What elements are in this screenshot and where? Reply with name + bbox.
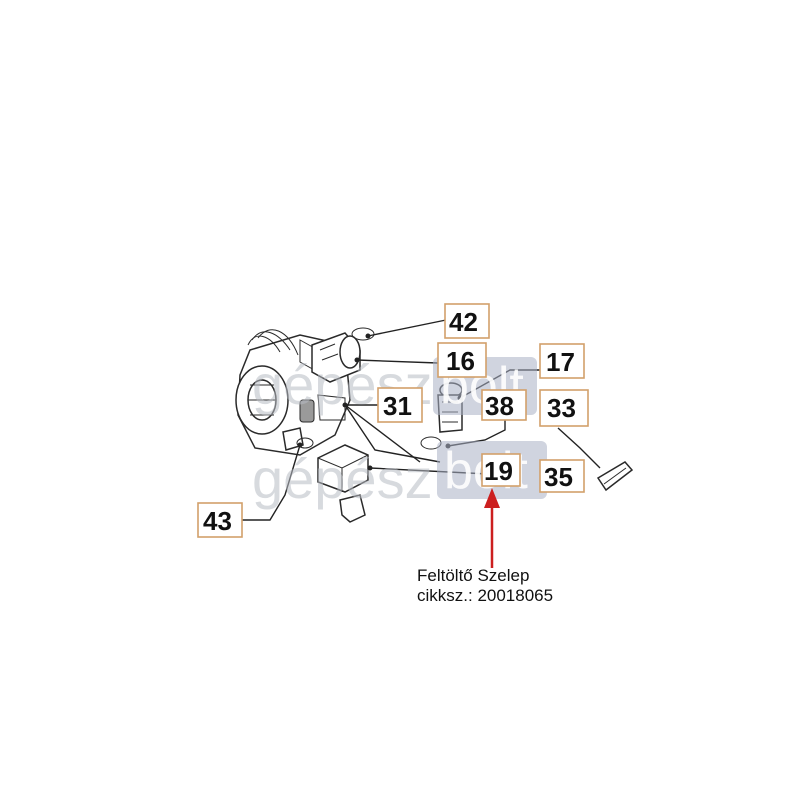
callout-33-label: 33 <box>547 393 576 423</box>
callout-17: 17 <box>539 343 585 379</box>
callout-42-label: 42 <box>449 307 478 337</box>
callout-43: 43 <box>197 502 243 538</box>
callout-43-label: 43 <box>203 506 232 536</box>
callout-17-label: 17 <box>546 347 575 377</box>
callout-35-label: 35 <box>544 462 573 492</box>
callout-19: 19 <box>481 453 521 487</box>
callout-42: 42 <box>444 303 490 339</box>
callout-16-label: 16 <box>446 346 475 376</box>
callout-31-label: 31 <box>383 391 412 421</box>
part-caption-number: cikksz.: 20018065 <box>417 586 554 605</box>
part-caption: Feltöltő Szelep cikksz.: 20018065 <box>417 566 553 606</box>
callout-16: 16 <box>437 342 487 378</box>
highlight-arrow <box>484 488 500 568</box>
callout-19-label: 19 <box>484 456 513 486</box>
part-caption-name: Feltöltő Szelep <box>417 566 530 585</box>
callout-38: 38 <box>481 389 527 421</box>
pump-assembly-drawing <box>235 327 634 523</box>
callout-33: 33 <box>539 389 589 427</box>
callout-35: 35 <box>539 459 585 493</box>
callout-38-label: 38 <box>485 391 514 421</box>
callout-31: 31 <box>377 387 423 423</box>
watermark-logo-text-lower: gépész <box>252 447 433 510</box>
